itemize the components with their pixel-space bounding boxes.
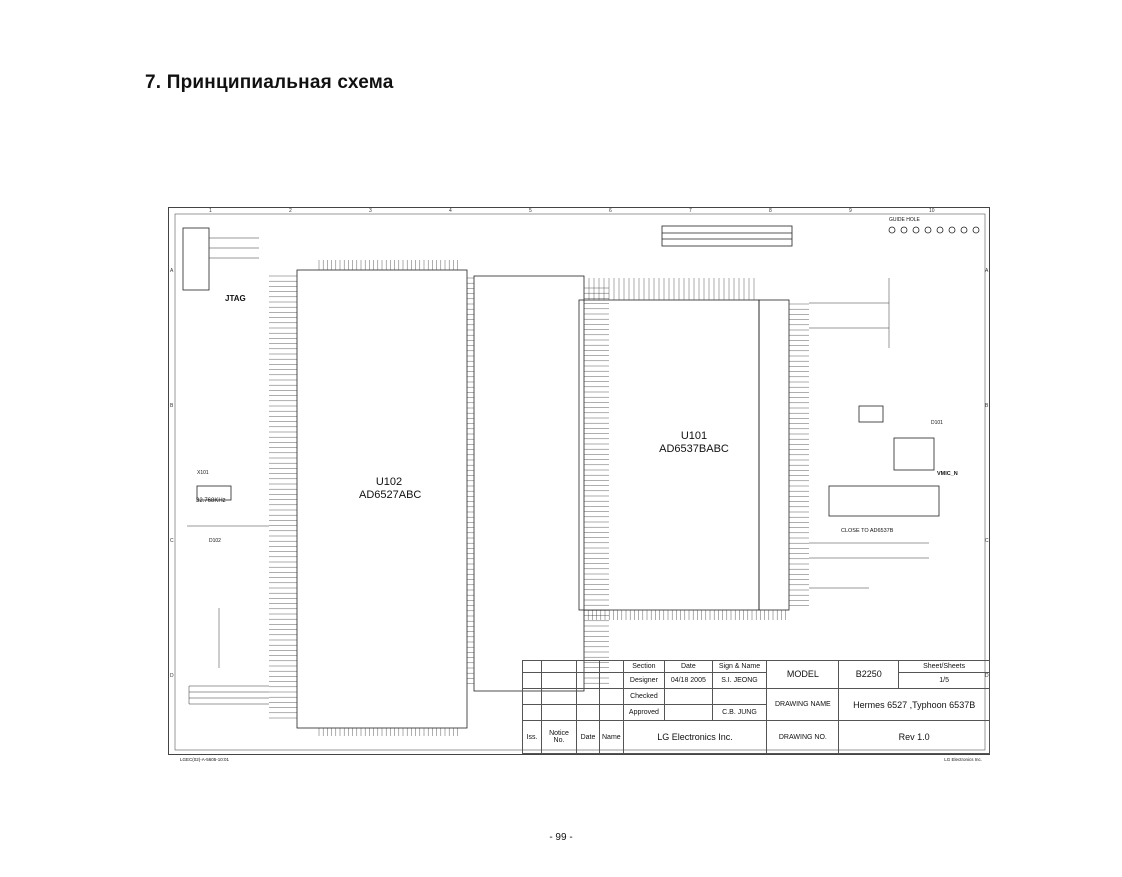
grid-letter: B	[985, 403, 989, 409]
grid-letter: A	[985, 268, 989, 274]
page-title: 7. Принципиальная схема	[145, 72, 394, 93]
grid-number: 7	[689, 208, 692, 214]
close-to-label: CLOSE TO AD6537B	[841, 528, 894, 534]
tb-date-label: Date	[576, 720, 600, 754]
tb-model-label: MODEL	[766, 660, 840, 689]
tb-drawing-name-value: Hermes 6527 ,Typhoon 6537B	[838, 687, 990, 722]
diode-d101-label: D101	[931, 420, 943, 426]
page-number: - 99 -	[549, 832, 573, 843]
footer-left: LGEC(02)-A-5605-10:01	[180, 757, 230, 762]
x101-label: X101	[197, 470, 209, 476]
chip-u101-ref: U101	[680, 430, 708, 442]
tb-rev: Rev 1.0	[838, 720, 990, 754]
tb-designer-date: 04/18 2005	[664, 671, 713, 689]
footer-right: LG Electronics Inc.	[944, 757, 982, 762]
grid-letter: D	[170, 673, 174, 679]
tb-section-header: Section	[622, 660, 666, 673]
tb-designer-name: S.I. JEONG	[711, 671, 768, 689]
tb-sign-header: Sign & Name	[711, 660, 768, 673]
tb-notice-label: Notice No.	[541, 720, 577, 754]
grid-letter: C	[170, 538, 174, 544]
tb-date-header: Date	[664, 660, 713, 673]
tb-approved-name: C.B. JUNG	[711, 704, 768, 722]
grid-number: 2	[289, 208, 292, 214]
grid-letter: B	[170, 403, 174, 409]
tb-iss-label: Iss.	[522, 720, 542, 754]
grid-number: 6	[609, 208, 612, 214]
grid-number: 4	[449, 208, 452, 214]
grid-number: 10	[929, 208, 935, 214]
tb-model-value: B2250	[838, 660, 900, 689]
grid-letter: A	[170, 268, 174, 274]
chip-u101-right-body	[758, 299, 790, 611]
diode-d102-label: D102	[209, 538, 221, 544]
tb-sheet-value: 1/5	[898, 671, 990, 689]
chip-u101-part: AD6537BABC	[659, 443, 729, 455]
grid-number: 3	[369, 208, 372, 214]
crystal-label: 32.768KHz	[196, 498, 226, 504]
guide-hole-label: GUIDE HOLE	[889, 217, 920, 223]
grid-number: 8	[769, 208, 772, 214]
tb-drawing-no-label: DRAWING NO.	[766, 720, 840, 754]
tb-company: LG Electronics Inc.	[622, 720, 768, 754]
schematic-sheet: U102 AD6527ABC U101 AD6537BABC JTAG GUID…	[168, 207, 990, 755]
tb-sheet-label: Sheet/Sheets	[898, 660, 990, 673]
chip-u102-part: AD6527ABC	[359, 489, 422, 501]
tb-name-label: Name	[599, 720, 624, 754]
chip-u102-right-body	[473, 275, 585, 692]
tb-approved-label: Approved	[622, 704, 666, 722]
tb-drawing-name-label: DRAWING NAME	[766, 687, 840, 722]
schematic-drawing	[174, 213, 986, 751]
jtag-label: JTAG	[225, 294, 246, 303]
jtag-header	[182, 227, 210, 291]
grid-letter: C	[985, 538, 989, 544]
grid-number: 5	[529, 208, 532, 214]
vmic-label: VMIC_N	[937, 471, 958, 477]
grid-number: 9	[849, 208, 852, 214]
chip-u102-ref: U102	[375, 476, 403, 488]
tb-checked-label: Checked	[622, 687, 666, 706]
tb-designer-label: Designer	[622, 671, 666, 689]
grid-number: 1	[209, 208, 212, 214]
title-block: Section Date Sign & Name MODEL B2250 She…	[522, 660, 990, 754]
